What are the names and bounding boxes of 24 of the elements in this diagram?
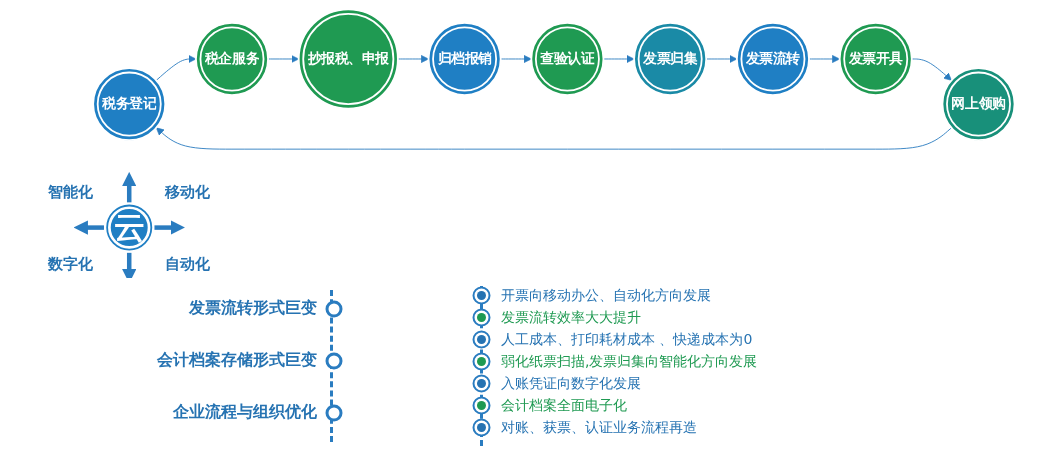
list-item-text: 对账、获票、认证业务流程再造 xyxy=(501,418,697,437)
trend-label: 自动化 xyxy=(165,254,211,273)
list-item-text: 发票流转效率大大提升 xyxy=(501,308,641,327)
list-item-text: 人工成本、打印耗材成本 、快递成本为0 xyxy=(501,330,753,349)
side-label: 发票流转形式巨变 xyxy=(189,298,317,319)
trend-label: 数字化 xyxy=(48,254,94,273)
node-circle: 发票开具 xyxy=(838,22,913,96)
list-item-text: 开票向移动办公、自动化方向发展 xyxy=(501,286,711,305)
trend-label: 智能化 xyxy=(48,183,94,202)
node-circle: 税务登记 xyxy=(92,67,167,142)
node-circle: 网上领购 xyxy=(941,67,1016,142)
node-circle: 税企服务 xyxy=(195,22,269,96)
node-circle: 云 xyxy=(103,201,155,254)
list-item-text: 弱化纸票扫描,发票归集向智能化方向发展 xyxy=(501,352,758,371)
trend-label: 移动化 xyxy=(165,183,211,202)
node-circle: 发票归集 xyxy=(633,22,708,96)
list-item-text: 入账凭证向数字化发展 xyxy=(501,374,641,393)
side-label: 企业流程与组织优化 xyxy=(173,402,317,423)
list-item-text: 会计档案全面电子化 xyxy=(501,396,627,415)
node-circle: 发票流转 xyxy=(736,22,810,96)
side-label: 会计档案存储形式巨变 xyxy=(157,350,317,371)
node-circle: 抄报税、申报 xyxy=(297,8,399,110)
node-circle: 归档报销 xyxy=(427,22,502,96)
node-circle: 查验认证 xyxy=(530,22,605,96)
